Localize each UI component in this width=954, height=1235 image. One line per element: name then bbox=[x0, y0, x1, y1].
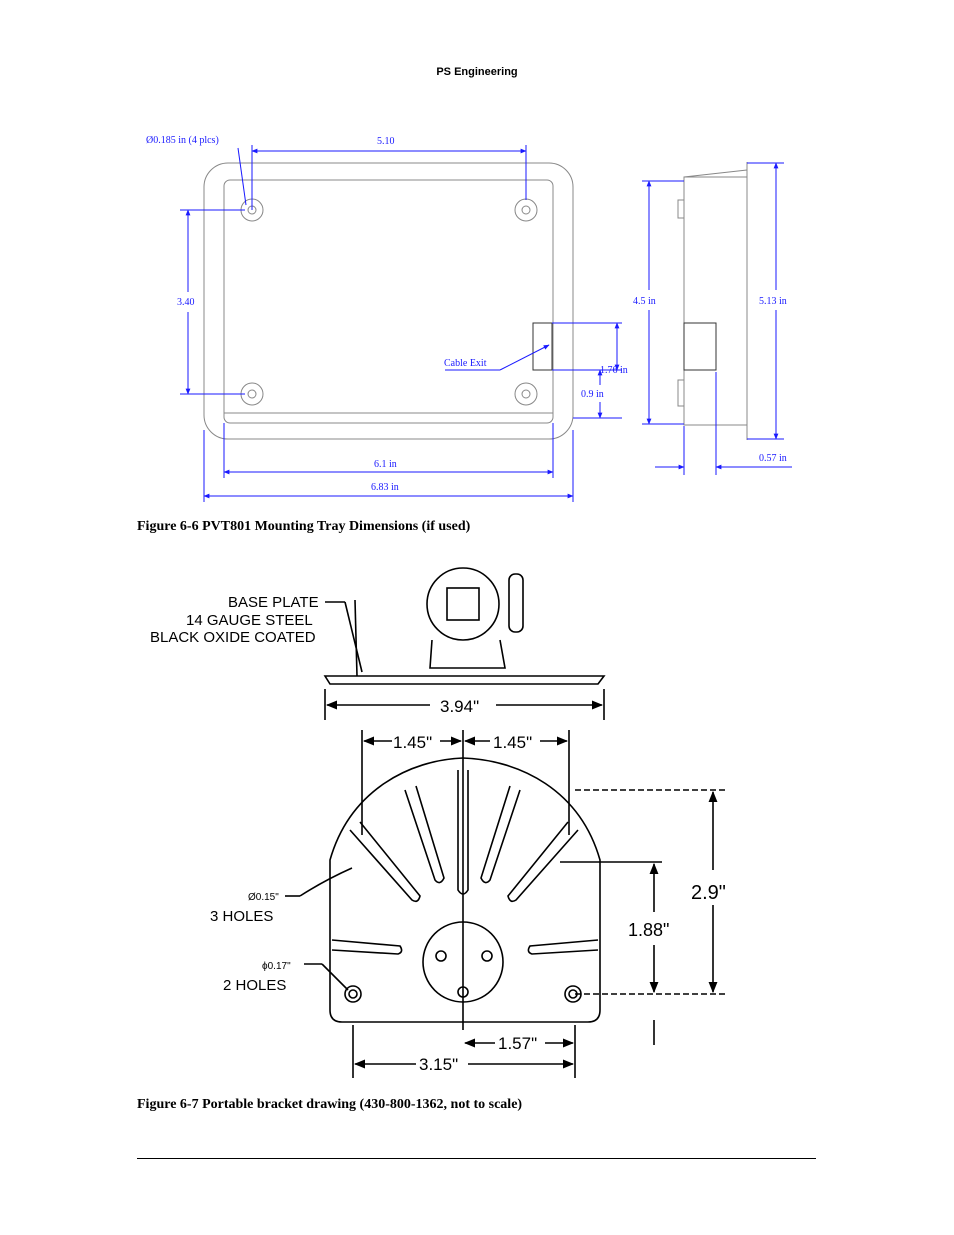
bracket-side-view bbox=[323, 567, 606, 685]
cable-exit-leader bbox=[499, 344, 550, 371]
figure-6-7-caption: Figure 6-7 Portable bracket drawing (430… bbox=[137, 1097, 523, 1112]
left-half-label: 1.45" bbox=[393, 733, 432, 752]
side-total-label: 5.13 in bbox=[759, 296, 787, 307]
width-label: 3.94" bbox=[440, 697, 479, 716]
hole-diameter-label: Ø0.185 in (4 plcs) bbox=[146, 135, 219, 146]
footer-rule bbox=[137, 1158, 816, 1159]
hole-017-label: ϕ0.17" bbox=[262, 961, 291, 972]
three-holes-label: 3 HOLES bbox=[210, 908, 273, 925]
hole-015-label: Ø0.15" bbox=[248, 892, 279, 903]
base-plate-label-1: BASE PLATE bbox=[228, 594, 319, 611]
base-plate-label-3: BLACK OXIDE COATED bbox=[150, 629, 316, 646]
bottom-half-label: 1.57" bbox=[498, 1034, 537, 1053]
base-plate-label-2: 14 GAUGE STEEL bbox=[186, 612, 313, 629]
side-depth-label: 0.57 in bbox=[759, 453, 787, 464]
height-mid-label: 1.88" bbox=[628, 920, 669, 940]
figure-6-6-caption: Figure 6-6 PVT801 Mounting Tray Dimensio… bbox=[137, 519, 471, 534]
hole-height-label: 3.40 bbox=[177, 297, 195, 308]
tray-side-view bbox=[677, 162, 748, 440]
tray-outline bbox=[203, 162, 574, 440]
cable-exit-label: Cable Exit bbox=[444, 358, 487, 369]
cable-exit-block bbox=[532, 322, 622, 371]
inner-width-label: 6.1 in bbox=[374, 459, 397, 470]
bottom-width-label: 3.15" bbox=[419, 1055, 458, 1074]
hole-width-label: 5.10 bbox=[377, 136, 395, 147]
exit-height-label: 1.76 in bbox=[600, 365, 628, 376]
exit-offset-label: 0.9 in bbox=[581, 389, 604, 400]
height-total-label: 2.9" bbox=[691, 882, 726, 904]
two-holes-label: 2 HOLES bbox=[223, 977, 286, 994]
right-half-label: 1.45" bbox=[493, 733, 532, 752]
tray-dimension-drawing: Ø0.185 in (4 plcs) 5.10 3.40 Cable Exit … bbox=[146, 135, 792, 502]
page-header: PS Engineering bbox=[436, 66, 518, 78]
side-height-label: 4.5 in bbox=[633, 296, 656, 307]
outer-width-label: 6.83 in bbox=[371, 482, 399, 493]
bracket-plate bbox=[329, 757, 601, 1023]
bracket-drawing: BASE PLATE 14 GAUGE STEEL BLACK OXIDE CO… bbox=[150, 567, 726, 1078]
